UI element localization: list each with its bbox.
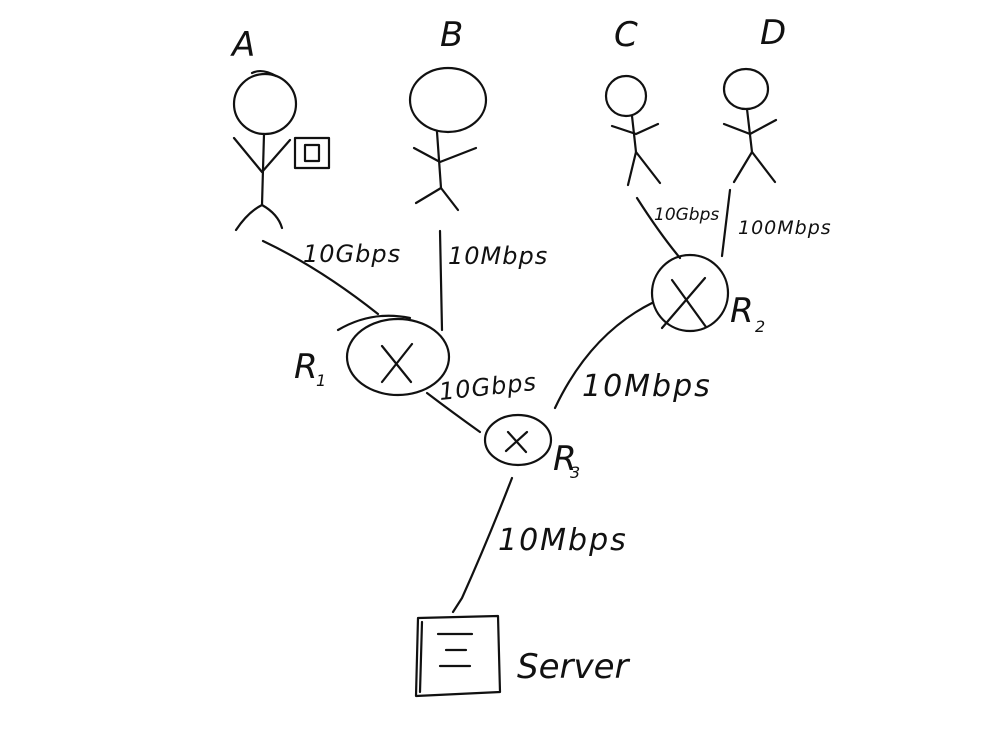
router-r3: R 3 <box>483 413 580 482</box>
router-r2-subscript: 2 <box>755 317 765 336</box>
user-a-label: A <box>230 25 255 65</box>
user-b-head <box>408 66 488 134</box>
router-r1-x-icon <box>380 342 414 384</box>
user-d-body <box>745 107 754 154</box>
link-d-r2-label: 100Mbps <box>738 217 832 239</box>
user-d-legs <box>732 150 777 184</box>
user-c-head <box>604 74 648 118</box>
router-r1-subscript: 1 <box>316 371 326 390</box>
user-d: D <box>722 13 786 184</box>
user-c-arms <box>610 122 660 136</box>
server: Server <box>414 614 631 698</box>
user-a-legs <box>234 203 284 232</box>
link-r2-r3-label: 10Mbps <box>582 369 712 404</box>
router-r3-subscript: 3 <box>570 463 580 482</box>
link-a-r1-label: 10Gbps <box>303 240 401 268</box>
user-c: C <box>604 15 662 187</box>
user-b-label: B <box>440 15 463 55</box>
user-d-head <box>722 67 770 111</box>
router-r3-body <box>483 413 553 467</box>
user-a-device-screen <box>303 143 321 163</box>
user-d-arms <box>722 118 778 136</box>
router-r1-overstroke <box>336 314 412 332</box>
user-a: A <box>230 25 331 232</box>
link-r3-server <box>451 476 514 614</box>
user-d-label: D <box>760 13 786 53</box>
user-c-legs <box>626 150 662 187</box>
link-r2-r3 <box>553 301 654 410</box>
user-c-label: C <box>614 15 638 55</box>
user-b-legs <box>414 186 460 212</box>
user-a-head-overstroke <box>250 69 278 78</box>
link-r3-server-label: 10Mbps <box>498 523 628 558</box>
user-a-arms <box>232 136 292 174</box>
link-r1-r3-label: 10Gbps <box>438 368 538 406</box>
router-r3-letter: R <box>553 439 577 479</box>
server-lines-icon <box>436 632 474 668</box>
link-r1-r3 <box>425 391 482 434</box>
link-c-r2 <box>635 196 682 260</box>
router-r1-body <box>345 317 451 397</box>
link-b-r1 <box>438 229 444 332</box>
user-b-arms <box>412 146 478 164</box>
server-box-edge <box>418 620 424 694</box>
link-c-r2-label: 10Gbps <box>654 205 719 225</box>
user-b-body <box>435 130 443 190</box>
router-r2-letter: R <box>730 291 754 331</box>
server-box <box>414 614 502 698</box>
link-a-r1 <box>261 239 380 316</box>
router-r2-x-icon <box>660 276 708 330</box>
user-b: B <box>408 15 488 212</box>
link-b-r1-label: 10Mbps <box>448 242 548 270</box>
link-d-r2 <box>720 188 732 258</box>
router-r1-letter: R <box>294 347 318 387</box>
router-r2: R 2 <box>650 253 765 336</box>
router-r2-body <box>650 253 730 333</box>
user-a-head <box>232 72 298 136</box>
server-label: Server <box>517 647 631 687</box>
user-a-device-icon <box>293 136 331 170</box>
router-r3-x-icon <box>504 430 529 454</box>
router-r1: R 1 <box>294 314 451 397</box>
